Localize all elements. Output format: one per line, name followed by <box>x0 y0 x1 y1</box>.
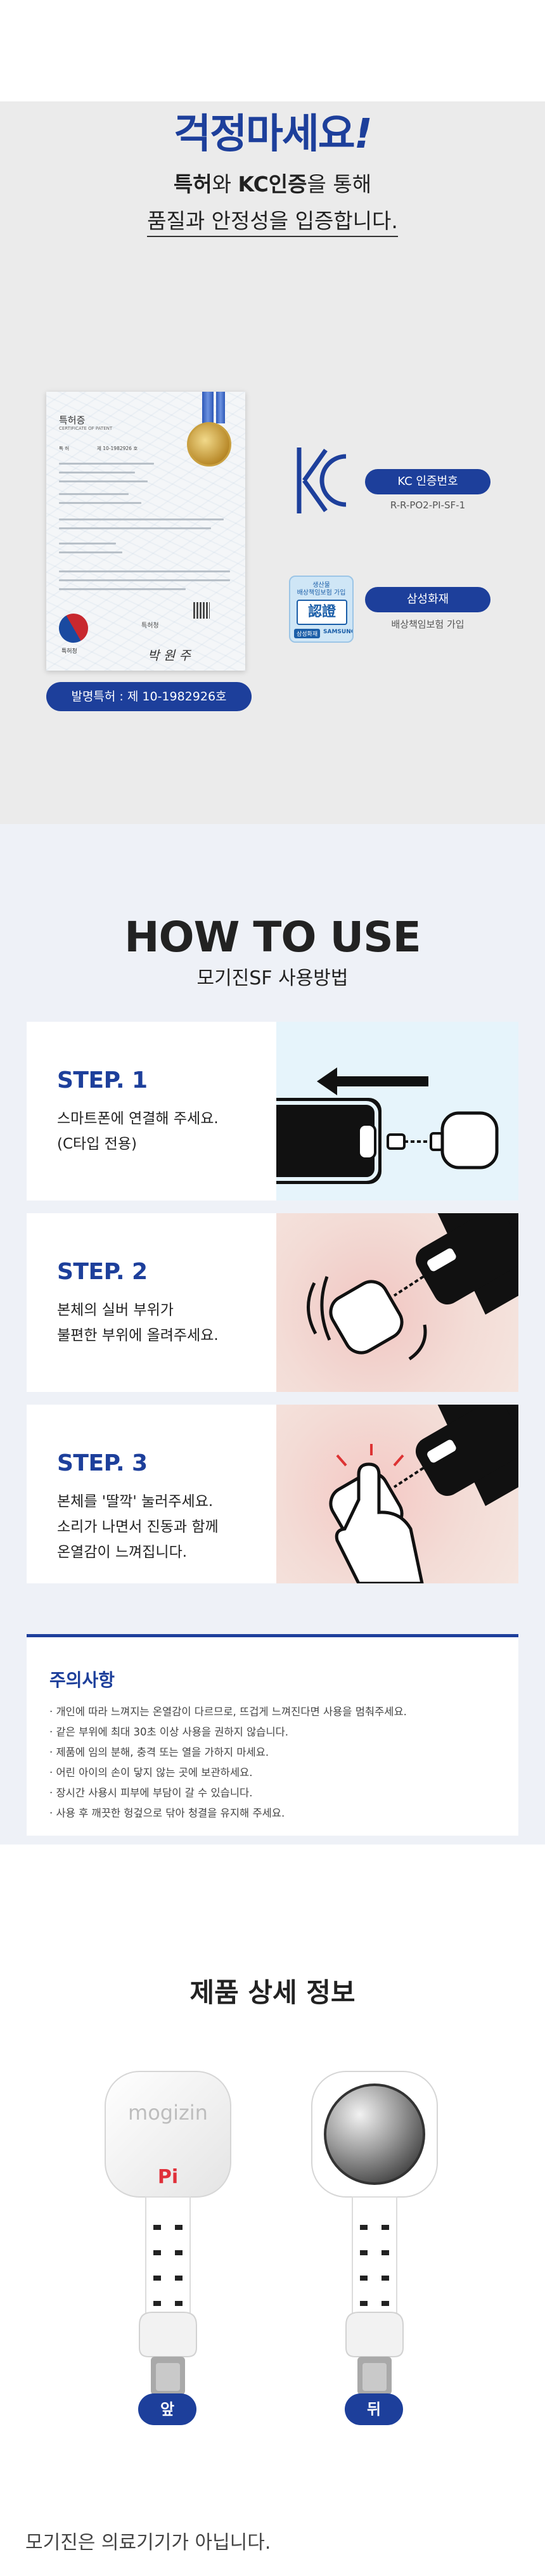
kc-label-pill: KC 인증번호 <box>365 469 490 494</box>
certificate-text-line <box>59 518 224 520</box>
how-to-use-title-text: HOW TO USE <box>115 913 430 962</box>
certificate-reg-value: 제 10-1982926 호 <box>97 446 138 451</box>
caution-item: · 사용 후 깨끗한 헝겊으로 닦아 청결을 유지해 주세요. <box>49 1807 285 1819</box>
kc-mark-icon <box>297 448 347 513</box>
certificate-text-line <box>59 551 122 553</box>
ribbon-decoration <box>202 392 214 430</box>
certificate-issuer: 특허청 <box>141 622 159 629</box>
step-line: 스마트폰에 연결해 주세요. <box>57 1111 219 1127</box>
subtitle-conj: 와 <box>212 172 238 196</box>
step-line: 본체를 '딸깍' 눌러주세요. <box>57 1493 214 1510</box>
certification-title: 걱정마세요! <box>0 101 545 160</box>
how-to-use-title: HOW TO USE <box>0 913 545 962</box>
step-card-1: STEP. 1 스마트폰에 연결해 주세요. (C타입 전용) <box>27 1022 518 1201</box>
certificate-text-line <box>59 472 135 473</box>
patent-number-badge: 발명특허 : 제 10-1982926호 <box>46 682 252 711</box>
footer-disclaimer: 모기진은 의료기기가 아닙니다. <box>25 2532 271 2554</box>
step-line: 본체의 실버 부위가 <box>57 1302 174 1318</box>
step-text: STEP. 3 본체를 '딸깍' 눌러주세요. 소리가 나면서 진동과 함께 온… <box>27 1405 276 1583</box>
certification-title-text: 걱정마세요 <box>169 101 360 160</box>
caution-item: · 제품에 임의 분해, 충격 또는 열을 가하지 마세요. <box>49 1746 269 1758</box>
certificate-reg-label: 특 허 <box>59 446 70 451</box>
insurance-logo-brand: SAMSUNG <box>323 629 354 635</box>
certificate-text-line <box>59 463 154 465</box>
certification-subtitle: 특허와 KC인증을 통해 품질과 안정성을 입증합니다. <box>0 166 545 240</box>
insurance-mark-icon: 생산물 배상책임보험 가입 認證 삼성화재 SAMSUNG <box>289 576 354 643</box>
caution-box: 주의사항 · 개인에 따라 느껴지는 온열감이 다르므로, 뜨겁게 느껴진다면 … <box>27 1634 518 1836</box>
certificate-title-en: CERTIFICATE OF PATENT <box>59 426 113 431</box>
front-mark-text: Pi <box>158 2166 178 2188</box>
step-illustration-press <box>276 1405 518 1583</box>
detail-title: 제품 상세 정보 <box>189 1977 356 2008</box>
product-front-image: mogizin Pi <box>105 2071 231 2395</box>
certificate-text-line <box>59 588 186 590</box>
step-line: (C타입 전용) <box>57 1136 137 1152</box>
device-on-skin-illustration <box>307 1213 518 1361</box>
finger-press-illustration <box>329 1405 518 1583</box>
step-card-2: STEP. 2 본체의 실버 부위가 불편한 부위에 올려주세요. <box>27 1213 518 1392</box>
step-illustration-place <box>276 1213 518 1392</box>
caution-item: · 장시간 사용시 피부에 부담이 갈 수 있습니다. <box>49 1787 253 1799</box>
certificate-text-line <box>59 502 141 504</box>
caution-item: · 개인에 따라 느껴지는 온열감이 다르므로, 뜨겁게 느껴진다면 사용을 멈… <box>49 1706 407 1718</box>
step-label: STEP. 1 <box>57 1067 148 1093</box>
phone-connect-illustration <box>249 1067 499 1184</box>
caution-item: · 어린 아이의 손이 닿지 않는 곳에 보관하세요. <box>49 1767 253 1779</box>
certificate-text-line <box>59 493 129 495</box>
insurance-logo-badge: 삼성화재 <box>294 629 321 638</box>
insurance-label-pill: 삼성화재 <box>365 587 490 612</box>
certification-title-mark: ! <box>354 111 373 158</box>
caution-item: · 같은 부위에 최대 30초 이상 사용을 권하지 않습니다. <box>49 1726 289 1738</box>
step-illustration-connect <box>249 1022 518 1201</box>
certificate-text-line <box>59 480 148 482</box>
subtitle-kc: KC인증 <box>238 172 307 196</box>
emblem-label: 특허청 <box>61 648 77 655</box>
back-view-label: 뒤 <box>345 2393 403 2425</box>
certificate-text-line <box>59 527 211 529</box>
signature: 박 원 주 <box>148 648 191 663</box>
gold-seal-icon <box>187 422 231 467</box>
step-text: STEP. 2 본체의 실버 부위가 불편한 부위에 올려주세요. <box>27 1213 276 1392</box>
step-text: STEP. 1 스마트폰에 연결해 주세요. (C타입 전용) <box>27 1022 276 1201</box>
subtitle-line2: 품질과 안정성을 입증합니다. <box>147 207 398 237</box>
kc-number: R-R-PO2-PI-SF-1 <box>390 499 466 511</box>
insurance-note: 배상책임보험 가입 <box>391 619 465 630</box>
qr-code-icon <box>193 602 210 619</box>
subtitle-patent: 특허 <box>173 172 212 196</box>
how-to-use-subtitle: 모기진SF 사용방법 <box>196 967 349 989</box>
front-view-label: 앞 <box>138 2393 196 2425</box>
step-line: 온열감이 느껴집니다. <box>57 1544 188 1561</box>
certificate-text-line <box>59 579 230 581</box>
ribbon-decoration <box>216 392 225 423</box>
step-card-3: STEP. 3 본체를 '딸깍' 눌러주세요. 소리가 나면서 진동과 함께 온… <box>27 1405 518 1583</box>
certificate-title: 특허증 <box>59 415 86 426</box>
front-logo-text: mogizin <box>128 2101 208 2125</box>
caution-title: 주의사항 <box>49 1670 115 1690</box>
certificate-text-line <box>59 543 116 544</box>
step-label: STEP. 3 <box>57 1450 148 1476</box>
patent-certificate-image: 특허증 CERTIFICATE OF PATENT 특 허 제 10-19829… <box>46 392 245 671</box>
product-back-image <box>311 2071 438 2395</box>
subtitle-tail: 을 통해 <box>307 172 372 196</box>
step-label: STEP. 2 <box>57 1259 148 1285</box>
insurance-logo-top: 생산물 배상책임보험 가입 <box>297 582 346 596</box>
insurance-logo-mid: 認證 <box>297 600 347 625</box>
certificate-text-line <box>59 570 230 572</box>
step-line: 불편한 부위에 올려주세요. <box>57 1327 219 1344</box>
step-line: 소리가 나면서 진동과 함께 <box>57 1519 219 1535</box>
